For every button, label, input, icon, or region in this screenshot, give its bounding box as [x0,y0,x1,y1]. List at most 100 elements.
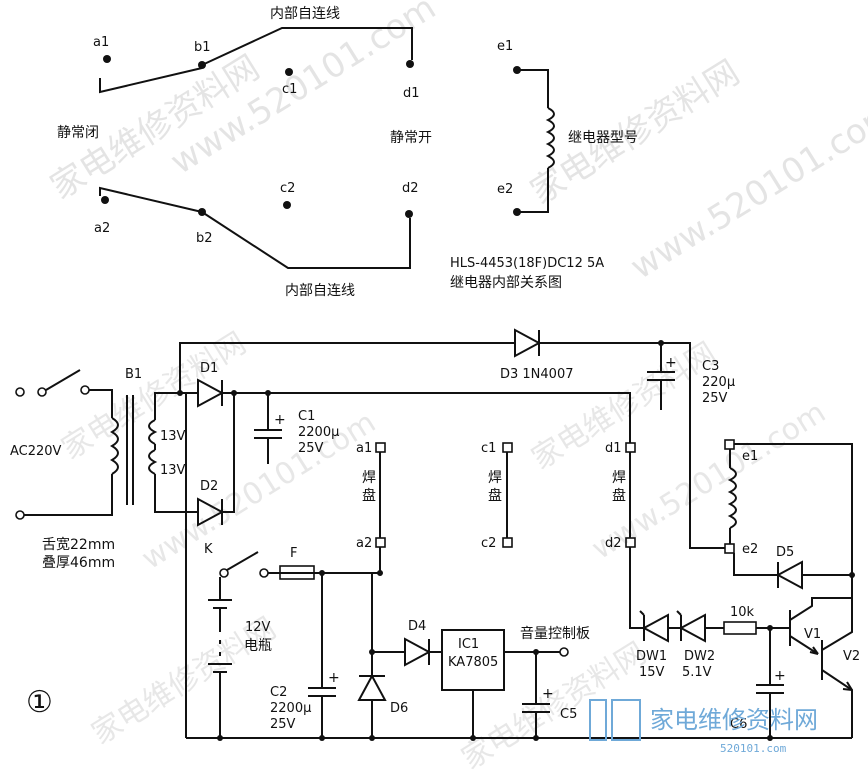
pad-a2 [375,537,386,548]
pad-c-name-2: 盘 [488,487,502,504]
pad-a-name-1: 焊 [362,470,376,486]
capacitor-c3 [647,343,675,410]
e1-label: e1 [742,449,758,464]
model-line-1: HLS-4453(18F)DC12 5A [450,256,604,271]
regulator-input-lead [371,573,405,653]
c2-plus: + [328,670,340,686]
pad-label-a2: a2 [356,536,372,551]
capacitor-c5 [522,652,550,738]
capacitor-c6 [756,628,784,738]
amp-board-label: 音量控制板 [520,625,590,642]
pad-c-name-1: 焊 [488,470,502,486]
c3-name: C3 [702,359,719,374]
secondary-lead-top [154,392,180,420]
pin-a2 [101,196,109,204]
ic1-part: KA7805 [448,655,498,670]
no-label: 静常开 [390,130,432,146]
diode-d4 [404,637,432,667]
v2-emitter-arrow [842,681,853,691]
model-line-2: 继电器内部关系图 [450,275,562,291]
secondary-winding-2 [148,449,158,475]
gnd-junction-6 [767,735,773,741]
v1-emitter-arrow [809,646,819,655]
v2-label: V2 [843,649,860,664]
coil-top-to-v2 [734,443,853,600]
e2-label: e2 [742,542,758,557]
ic1-name: IC1 [458,637,479,652]
pad-label-c1: c1 [481,441,496,456]
d2-label: D2 [200,479,218,494]
positive-rail [222,392,631,443]
c3-value: 220μ [702,375,735,390]
nc-contact-top [99,67,203,94]
label-d2: d2 [402,181,419,196]
capacitor-c1 [254,393,282,464]
r1-label: 10k [730,605,755,620]
primary-winding [110,417,119,475]
label-b1: b1 [194,40,211,55]
ac-terminal-bottom [15,510,25,520]
c2-name: C2 [270,685,287,700]
d4-label: D4 [408,619,426,634]
ac-switch-contact [80,385,90,395]
resistor-10k [723,621,757,635]
coil-lead-bottom [517,168,549,213]
label-a1: a1 [93,35,109,50]
coil-lead-top [517,69,549,108]
pin-a1 [103,55,111,63]
c1-plus: + [274,412,286,428]
label-b2: b2 [196,231,213,246]
pad-d1 [625,442,636,453]
d5-lead-in [733,553,778,576]
c2-value: 2200μ [270,701,311,716]
c3-voltage: 25V [702,391,728,406]
d6-label: D6 [390,701,408,716]
d3-lead-out [539,342,725,549]
ac-terminal-top [15,387,25,397]
pad-a1 [375,442,386,453]
ac-switch-blade [45,369,81,391]
capacitor-c2 [308,573,336,738]
zener-dw2 [676,610,706,643]
main-circuit: AC220V B1 13V 13V 舌宽22mm 叠厚46mm D1 D2 D3… [10,328,860,741]
dw1-voltage: 15V [639,665,665,680]
diode-d6 [357,673,387,701]
pad-label-d1: d1 [605,441,622,456]
battery-name: 电瓶 [244,638,272,654]
transformer-core [126,395,134,505]
v2-emitter [821,669,853,738]
pad-label-d2: d2 [605,536,622,551]
brand-name: 家电维修资料网 [650,706,818,734]
dw1-name: DW1 [636,649,667,664]
c2-voltage: 25V [270,717,296,732]
winding-top-label: 13V [160,429,186,444]
zener-dw1 [639,610,669,643]
d5-label: D5 [776,545,794,560]
gnd-junction-1 [217,735,223,741]
pin-d1 [406,60,414,68]
c6-plus: + [774,668,786,684]
junction-d1 [231,390,237,396]
pad-c2 [502,537,513,548]
brand-watermark: 家电维修资料网 520101.com [589,699,818,755]
pin-c2 [283,201,291,209]
dw2-voltage: 5.1V [682,665,712,680]
top-link-label: 内部自连线 [270,6,340,22]
d3-lead-in [179,342,515,393]
c1-name: C1 [298,409,315,424]
c1-value: 2200μ [298,425,339,440]
v2-collector [821,598,853,651]
coil-winding [545,107,555,169]
k-switch-pivot [219,568,229,578]
d1-label: D1 [200,361,218,376]
c3-plus: + [665,355,677,371]
primary-lead-top [89,389,113,418]
pad-e2 [724,543,735,554]
gnd-junction-3 [369,735,375,741]
figure-number: ① [26,685,53,720]
relay-coil-main [727,467,737,529]
c5-label: C5 [560,707,577,722]
c5-plus: + [542,686,554,702]
pad-label-a1: a1 [356,441,372,456]
k-switch-contact [259,568,269,578]
